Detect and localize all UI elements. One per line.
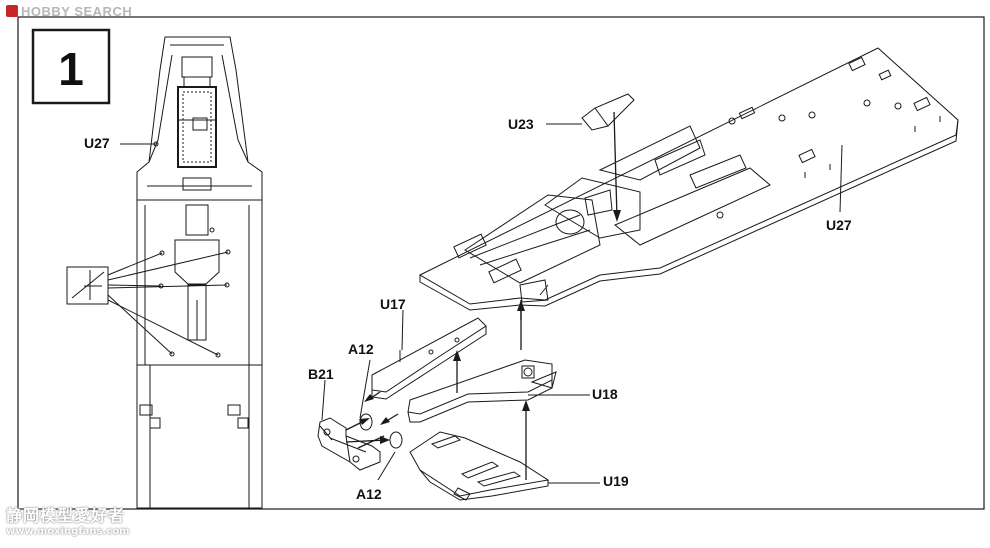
detail-inset [66, 251, 229, 356]
label-u19: U19 [603, 473, 629, 489]
assembly-arrows [345, 300, 530, 480]
label-b21: B21 [308, 366, 334, 382]
label-a12-bottom: A12 [356, 486, 382, 502]
watermark-top: HOBBY SEARCH [6, 4, 132, 19]
part-b21 [317, 379, 381, 471]
part-u17 [371, 309, 487, 400]
part-u18 [407, 359, 590, 423]
part-u23 [546, 93, 635, 222]
step-number-box: 1 [31, 28, 111, 105]
watermark-bottom: 静岡模型愛好者 www.moxingfans.com [6, 502, 130, 537]
watermark-bottom-url: www.moxingfans.com [6, 526, 130, 537]
label-u27-left: U27 [84, 135, 110, 151]
watermark-top-text: HOBBY SEARCH [21, 4, 133, 19]
label-u17: U17 [380, 296, 406, 312]
label-a12-top: A12 [348, 341, 374, 357]
step-number: 1 [58, 43, 84, 95]
label-u23: U23 [508, 116, 534, 132]
chassis-top-view [136, 36, 263, 509]
part-a12 [359, 359, 403, 481]
label-u27-right: U27 [826, 217, 852, 233]
part-u19 [409, 431, 600, 501]
label-u18: U18 [592, 386, 618, 402]
hobby-search-logo-icon [6, 5, 18, 17]
chassis-perspective [418, 47, 959, 311]
diagram-frame [17, 16, 985, 510]
watermark-bottom-cn: 静岡模型愛好者 [6, 506, 126, 525]
u27-right-leader [839, 144, 843, 213]
